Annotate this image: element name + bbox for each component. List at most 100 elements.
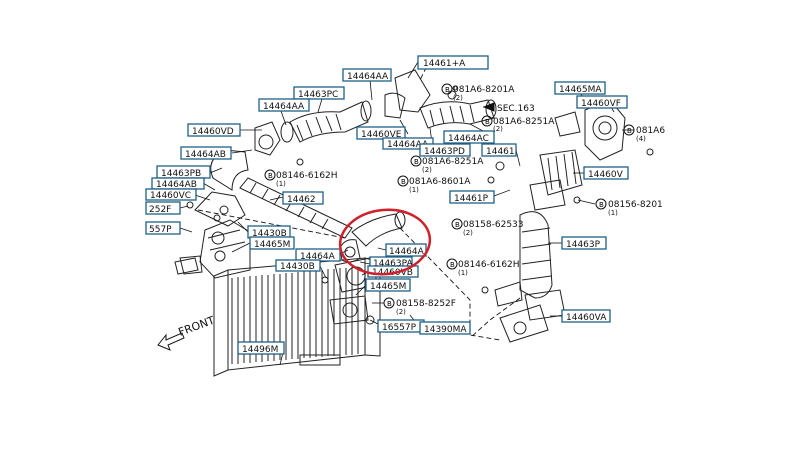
label-14465M-left: 14465M (249, 236, 295, 250)
callout-text: 08158-62533 (463, 220, 524, 230)
label-14464AB-upper: 14464AB (180, 146, 232, 160)
callout-qty: (2) (493, 125, 503, 133)
label-text: 14460VF (581, 99, 621, 109)
label-text: 14464AA (387, 140, 429, 150)
callout-081A6-8251A-top: B 081A6-8251A (2) (481, 115, 555, 133)
label-text: 14464AA (263, 102, 305, 112)
callout-text: 08158-8252F (396, 299, 456, 309)
label-text: 14460VD (192, 127, 234, 137)
label-14464AA-top: 14464AA (342, 68, 392, 82)
label-text: 14463PC (298, 90, 338, 100)
callout-text: 08146-6162H (276, 171, 338, 181)
svg-text:B: B (450, 261, 455, 269)
label-14460VD: 14460VD (187, 123, 241, 137)
label-14460V: 14460V (583, 166, 629, 180)
label-14464AA-left: 14464AA (258, 98, 310, 112)
callout-qty: (1) (458, 269, 468, 277)
label-text: 14461 (486, 147, 515, 157)
highlight-circle (338, 208, 432, 276)
label-text: 14430B (252, 229, 287, 239)
label-text: 14465M (370, 282, 406, 292)
label-text: 14464AA (347, 72, 389, 82)
label-14465M-center: 14465M (365, 278, 411, 292)
callout-081A6-8601A: B 081A6-8601A (1) (397, 175, 471, 194)
callout-qty: (1) (276, 180, 286, 188)
label-14464AC: 14464AC (443, 130, 495, 144)
label-text: 14460VC (150, 191, 191, 201)
label-text: 14464AC (448, 134, 489, 144)
label-16557P: 16557P (377, 319, 425, 333)
label-14463PC: 14463PC (293, 86, 345, 100)
label-text: 16557P (382, 323, 417, 333)
callout-08156-8201: B 08156-8201 (1) (595, 198, 663, 217)
svg-text:B: B (485, 118, 490, 126)
right-lower-hose-drawing (499, 211, 566, 343)
label-14463PB: 14463PB (156, 165, 211, 179)
label-557P: 557P (145, 221, 181, 235)
svg-text:B: B (401, 178, 406, 186)
callout-text: 081A6-8601A (409, 177, 471, 187)
svg-text:B: B (627, 127, 632, 135)
callout-text: 081A6-8251A (422, 157, 484, 167)
label-text: 14464AB (156, 180, 197, 190)
front-arrow: FRONT (157, 314, 217, 351)
callout-08146-6162H-right: B 08146-6162H (1) (446, 258, 520, 277)
label-text: 14464A (300, 252, 336, 262)
svg-text:B: B (455, 221, 460, 229)
label-text: 14464A (389, 247, 425, 257)
label-14430B-center: 14430B (275, 259, 321, 272)
right-resonator-drawing (529, 99, 626, 211)
callout-08146-6162H-left: B 08146-6162H (1) (264, 169, 338, 188)
label-text: 14465M (254, 240, 290, 250)
label-14464A-right: 14464A (385, 243, 427, 257)
label-14460VA: 14460VA (561, 309, 611, 323)
label-text: 557P (149, 225, 172, 235)
callout-qty: (1) (608, 209, 618, 217)
callout-08158-62533: B 08158-62533 (2) (451, 218, 524, 237)
label-14461: 14461 (481, 143, 517, 157)
callout-text: 081A6-8201A (453, 85, 515, 95)
label-14390MA: 14390MA (419, 321, 471, 335)
label-text: 14462 (287, 195, 316, 205)
svg-text:B: B (268, 172, 273, 180)
sec-163-arrow (482, 102, 495, 112)
label-14461P: 14461P (449, 190, 495, 204)
label-text: 14463PA (373, 259, 413, 269)
label-text: 14496M (242, 345, 278, 355)
callout-text: 08156-8201 (608, 200, 663, 210)
left-tank-drawing (179, 149, 251, 279)
label-14463PD: 14463PD (419, 143, 471, 157)
label-text: 14430B (280, 262, 315, 272)
label-text: 252F (149, 205, 171, 215)
svg-text:B: B (599, 201, 604, 209)
label-text: 14460VE (361, 130, 402, 140)
intercooler-core-drawing (213, 257, 381, 377)
svg-text:B: B (414, 158, 419, 166)
front-label: FRONT (177, 314, 217, 339)
label-14460VC: 14460VC (145, 188, 197, 201)
label-252F: 252F (145, 201, 181, 215)
label-text: 14460V (588, 170, 624, 180)
label-14460VF: 14460VF (576, 95, 628, 109)
label-text: 14463PD (424, 147, 465, 157)
label-text: 14461P (454, 194, 489, 204)
label-14460VE: 14460VE (356, 126, 406, 140)
label-14463P: 14463P (561, 236, 607, 250)
center-pipe-drawing (239, 177, 353, 239)
label-14465MA: 14465MA (554, 81, 606, 95)
sec-163-label: SEC.163 (497, 104, 535, 114)
upper-hose-drawing (254, 100, 372, 156)
callout-qty: (2) (453, 94, 463, 102)
svg-text:B: B (445, 86, 450, 94)
svg-text:B: B (387, 300, 392, 308)
callout-qty: (2) (463, 229, 473, 237)
label-14462: 14462 (282, 191, 324, 205)
callout-qty: (2) (422, 166, 432, 174)
callout-081A6-right: B 081A6 (4) (623, 124, 665, 143)
parts-line-art (174, 69, 654, 377)
label-text: 14465MA (559, 85, 602, 95)
callout-text: 081A6 (636, 126, 665, 136)
small-hardware-drawing (174, 85, 654, 325)
label-text: 14460VA (566, 313, 607, 323)
